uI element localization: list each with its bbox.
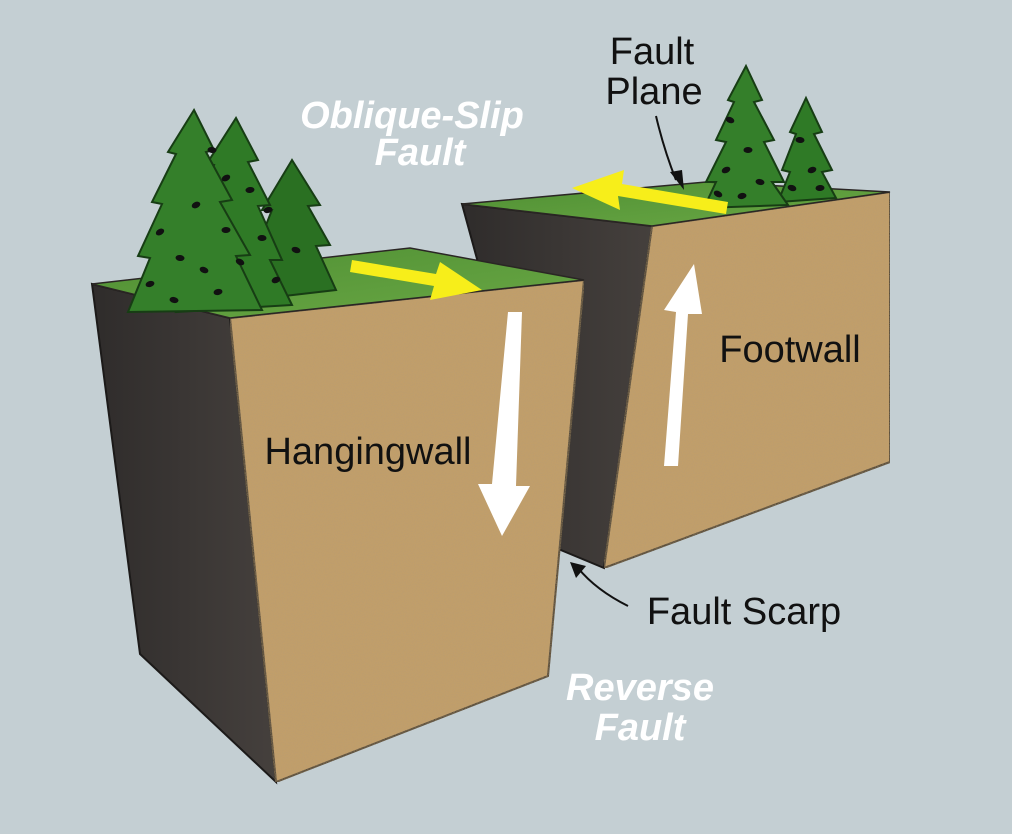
white-arrow-icon — [664, 264, 702, 466]
tree-texture — [145, 116, 825, 304]
tree-speckle — [755, 178, 765, 186]
tree-speckle — [221, 174, 231, 182]
tree-speckle — [221, 226, 231, 234]
fault-plane-pointer-head — [670, 170, 684, 190]
reverse-fault-title-line1: Reverse — [566, 667, 714, 709]
tree-speckle — [807, 166, 817, 174]
tree-speckle — [737, 192, 747, 200]
white-arrow-icon — [478, 312, 530, 536]
tree-speckle — [787, 184, 797, 192]
fault-scarp-pointer — [577, 567, 629, 607]
fault-plane-label-line1: Fault — [610, 31, 695, 73]
tree-speckle — [245, 186, 255, 194]
tree-speckle — [235, 258, 245, 266]
oblique-slip-title-line1: Oblique-Slip — [300, 95, 524, 137]
tree-speckle — [213, 288, 223, 296]
tree-speckle — [743, 146, 753, 154]
tree-speckle — [257, 234, 267, 242]
fault-plane-label-line2: Plane — [605, 71, 702, 113]
tree-speckle — [207, 146, 217, 154]
tree-speckle — [169, 296, 179, 304]
fault-plane-pointer — [655, 115, 677, 181]
tree-speckle — [155, 228, 165, 236]
tree-speckle — [199, 266, 209, 274]
tree-speckle — [291, 246, 301, 254]
reverse-fault-title-line2: Fault — [595, 707, 687, 749]
tree-speckle — [721, 166, 731, 174]
tree-speckle — [191, 201, 201, 209]
hangingwall-label: Hangingwall — [264, 431, 471, 473]
yellow-arrow-icon — [350, 260, 482, 300]
fault-scarp-label: Fault Scarp — [647, 591, 841, 633]
tree-speckle — [263, 206, 273, 214]
oblique-slip-title-line2: Fault — [375, 132, 467, 174]
footwall-label: Footwall — [719, 329, 861, 371]
tree-speckle — [725, 116, 735, 124]
hangingwall-front-face — [228, 278, 586, 784]
tree-speckle — [815, 184, 825, 192]
tree-speckle — [795, 136, 805, 144]
tree-speckle — [713, 190, 723, 198]
tree-speckle — [175, 254, 185, 262]
conifer-tree-icon — [126, 107, 338, 314]
fault-scarp-pointer-head — [570, 562, 586, 578]
tree-speckle — [145, 280, 155, 288]
yellow-arrow-icon — [572, 170, 728, 214]
tree-speckle — [271, 276, 281, 284]
